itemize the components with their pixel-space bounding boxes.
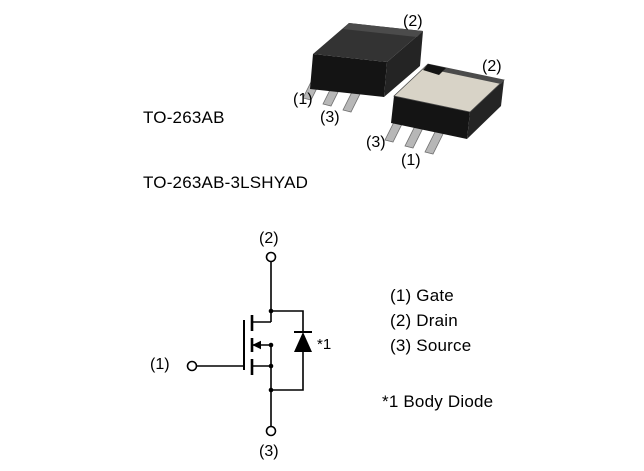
mosfet-schematic [186, 251, 312, 437]
junction-dot-anode [268, 387, 274, 393]
bottomview-pin1-label: (1) [401, 152, 421, 169]
pkg1-body-side-face [384, 31, 423, 97]
bottomview-pin3-label: (3) [366, 134, 386, 151]
source-terminal-circle [265, 425, 277, 437]
pkg2-body-front-face [391, 96, 470, 139]
junction-dot-source [268, 363, 274, 369]
schematic-pin3-label: (3) [259, 443, 279, 460]
body-diode-ref-label: *1 [317, 336, 332, 353]
schematic-pin2-label: (2) [259, 230, 279, 247]
body-arrowhead [252, 340, 261, 350]
pkg1-body-front-face [310, 54, 387, 97]
legend-gate-label: (1) Gate [390, 286, 454, 305]
pkg2-body-side-face [467, 80, 504, 139]
topview-pin3-label: (3) [320, 109, 340, 126]
pkg2-plastic-corner-notch [423, 64, 446, 75]
body-diode-triangle [294, 332, 312, 352]
topview-pin1-label: (1) [293, 91, 313, 108]
package-top-view [302, 23, 423, 113]
bottomview-pin2-label: (2) [482, 58, 502, 75]
package-name-label: TO-263AB [143, 108, 225, 127]
package-variant-label: TO-263AB-3LSHYAD [143, 173, 309, 192]
package-bottom-view [384, 63, 505, 155]
legend-drain-label: (2) Drain [390, 311, 458, 330]
gate-terminal-circle [186, 360, 198, 372]
legend-footnote-label: *1 Body Diode [382, 392, 494, 411]
junction-dot-drain [268, 308, 274, 314]
pkg1-drain-tab-edge [343, 23, 423, 37]
diode-branch-top-line [271, 310, 304, 332]
topview-pin2-label: (2) [403, 13, 423, 30]
junction-dot-body [268, 342, 274, 348]
schematic-pin1-label: (1) [150, 356, 170, 373]
drain-terminal-circle [265, 251, 277, 263]
diode-branch-bottom-line [271, 352, 304, 391]
legend-source-label: (3) Source [390, 336, 472, 355]
